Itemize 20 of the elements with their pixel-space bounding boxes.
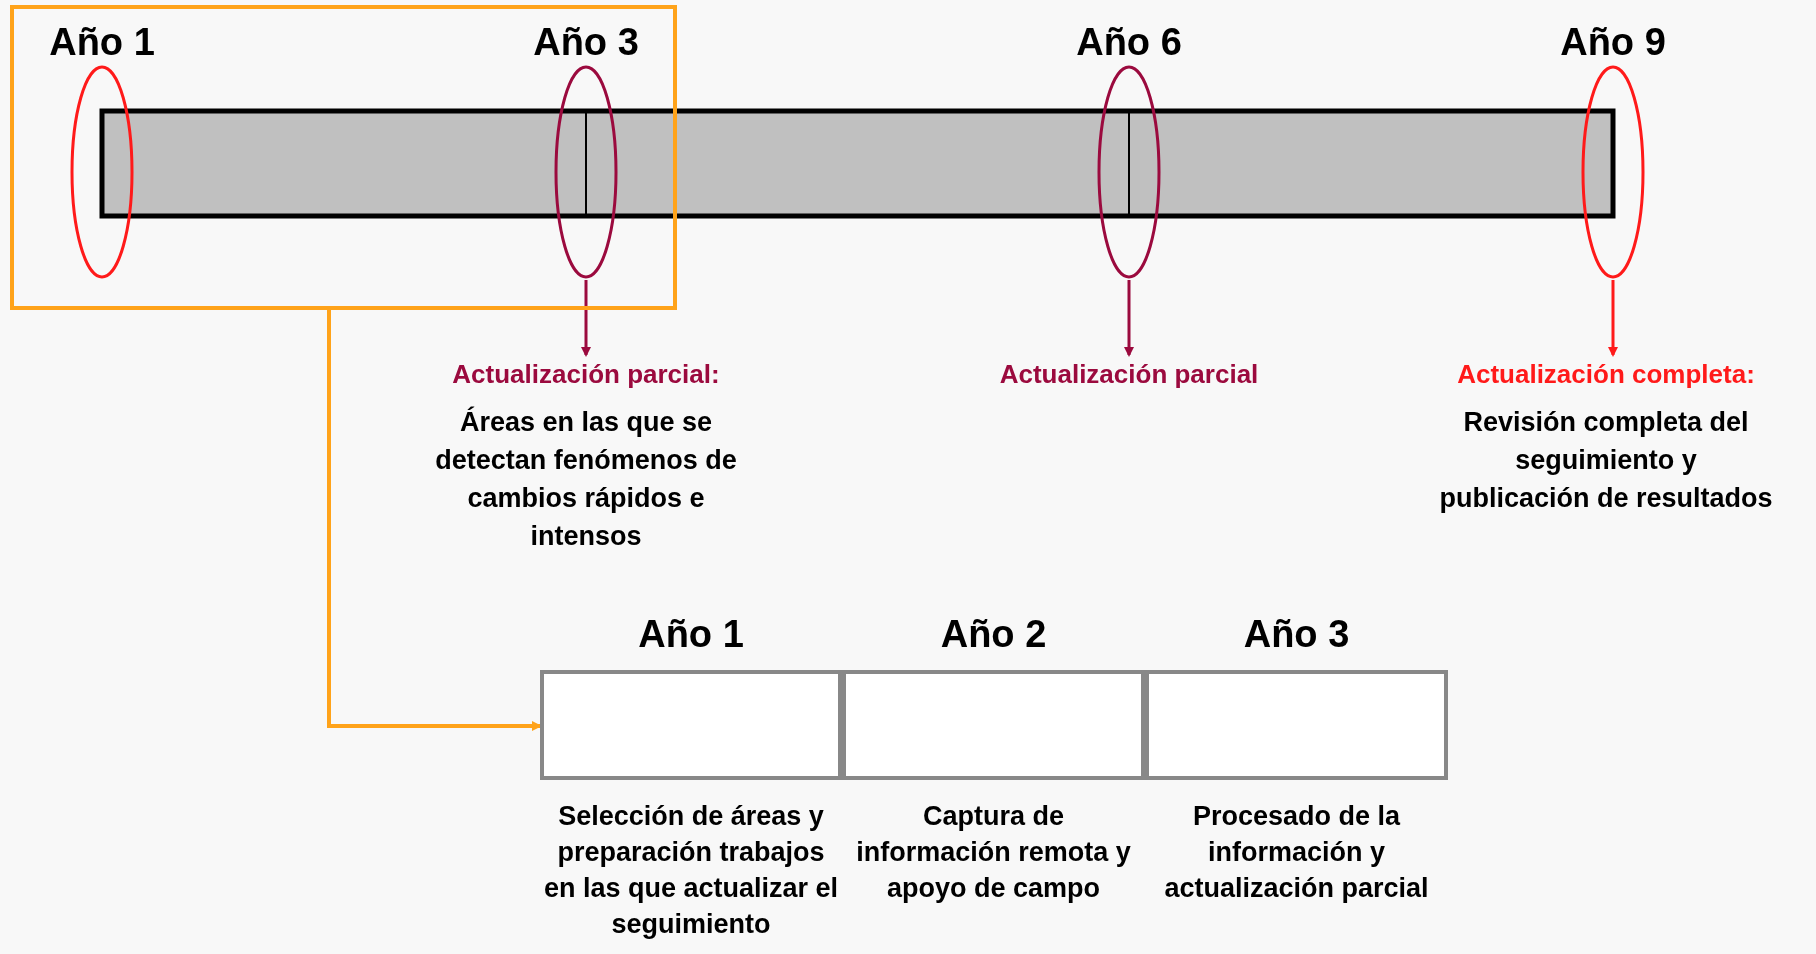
year-label: Año 6	[1075, 20, 1183, 64]
phase-description: Captura de información remota y apoyo de campo	[855, 800, 1132, 905]
update-heading: Actualización parcial	[998, 358, 1260, 391]
update-heading: Actualización parcial:	[451, 358, 721, 391]
year-label: Año 1	[48, 20, 156, 64]
update-description: Áreas en las que se detectan fenómenos de cambios rápidos e intensos	[434, 405, 738, 553]
arrow	[581, 280, 591, 357]
update-description: Revisión completa del seguimiento y publicación de resultados	[1438, 406, 1774, 515]
year-label: Año 9	[1559, 20, 1667, 64]
update-heading: Actualización completa:	[1456, 358, 1756, 391]
year-label: Año 1	[637, 612, 745, 656]
arrow	[1124, 280, 1134, 357]
arrow	[1608, 280, 1618, 357]
year-label: Año 3	[532, 20, 640, 64]
year-label: Año 3	[1242, 612, 1351, 656]
phase-description: Selección de áreas y preparación trabajos en las que actualizar el seguimiento	[542, 800, 840, 941]
year-label: Año 2	[939, 612, 1048, 656]
highlight-frame	[10, 5, 677, 310]
phase-description: Procesado de la información y actualización parcial	[1163, 800, 1430, 905]
elbow-arrow	[327, 310, 542, 731]
